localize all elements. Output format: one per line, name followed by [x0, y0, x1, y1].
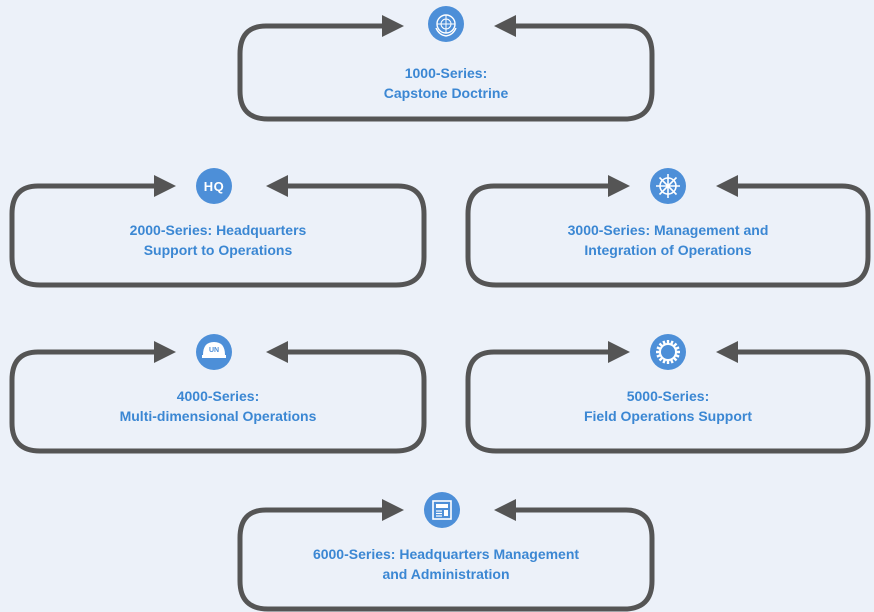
document-icon — [424, 492, 460, 528]
helmet-text: UN — [209, 347, 219, 354]
card-title: 6000-Series: Headquarters Management — [312, 546, 580, 562]
card-title: 2000-Series: Headquarters — [129, 222, 307, 238]
card-2000-series: HQ 2000-Series: Headquarters Support to … — [9, 168, 427, 288]
cycle-arrow-frame — [465, 341, 871, 454]
card-5000-series: 5000-Series: Field Operations Support — [465, 334, 871, 454]
card-subtitle: Integration of Operations — [584, 242, 752, 258]
ship-wheel-icon — [650, 168, 686, 204]
card-title: 5000-Series: — [626, 388, 710, 404]
card-3000-series: 3000-Series: Management and Integration … — [465, 168, 871, 288]
card-6000-series: 6000-Series: Headquarters Management and… — [237, 492, 655, 612]
card-subtitle: Support to Operations — [143, 242, 293, 258]
card-title: 1000-Series: — [404, 65, 488, 81]
card-subtitle: Multi-dimensional Operations — [119, 408, 317, 424]
card-label: 1000-Series: Capstone Doctrine — [238, 63, 654, 103]
gear-icon — [650, 334, 686, 370]
cycle-arrow-frame — [9, 341, 427, 454]
card-label: 5000-Series: Field Operations Support — [466, 386, 870, 426]
card-subtitle: Field Operations Support — [583, 408, 752, 424]
un-emblem-icon — [428, 6, 464, 42]
card-4000-series: UN 4000-Series: Multi-dimensional Operat… — [9, 334, 427, 454]
card-label: 2000-Series: Headquarters Support to Ope… — [10, 220, 426, 260]
card-label: 6000-Series: Headquarters Management and… — [238, 544, 654, 584]
un-helmet-icon: UN — [196, 334, 232, 370]
card-subtitle: and Administration — [382, 566, 510, 582]
cycle-arrow-frame — [9, 175, 427, 288]
hq-icon-text: HQ — [203, 178, 225, 194]
card-title: 4000-Series: — [176, 388, 260, 404]
hq-icon: HQ — [196, 168, 232, 204]
card-label: 3000-Series: Management and Integration … — [466, 220, 870, 260]
card-label: 4000-Series: Multi-dimensional Operation… — [10, 386, 426, 426]
card-1000-series: 1000-Series: Capstone Doctrine — [237, 6, 655, 122]
cycle-arrow-frame — [465, 175, 871, 288]
card-subtitle: Capstone Doctrine — [383, 85, 509, 101]
cycle-arrow-frame — [237, 15, 655, 122]
card-title: 3000-Series: Management and — [567, 222, 769, 238]
